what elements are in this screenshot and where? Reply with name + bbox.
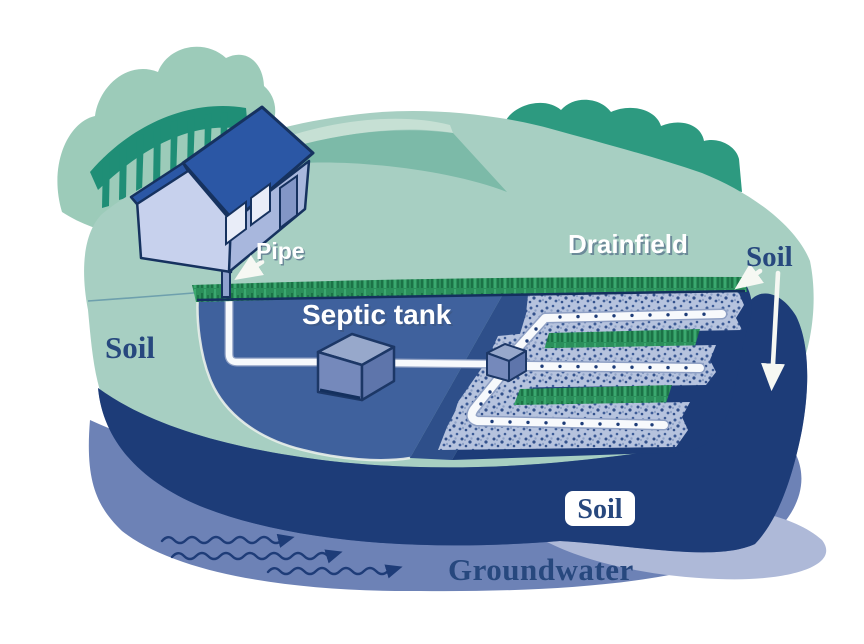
soil-deep-label-box: Soil	[565, 491, 635, 526]
cutaway-pit-edge	[196, 292, 411, 462]
groundwater-flow-arrows	[160, 533, 403, 579]
flow-arrow-1	[160, 533, 295, 548]
tank-to-box-pipe	[387, 358, 497, 369]
soil-left-label: Soil	[105, 330, 155, 365]
house-door	[279, 174, 298, 231]
lateral-pipe-3	[466, 371, 670, 431]
house	[129, 105, 315, 298]
surface-grass-underline	[196, 289, 746, 302]
pointer-arrows	[234, 254, 785, 392]
septic-tank-label: Septic tank	[302, 299, 452, 330]
grass-strip-2	[513, 385, 672, 407]
grass-strip-1	[544, 329, 700, 350]
house-window-1	[225, 200, 247, 246]
distribution-box	[486, 343, 527, 382]
soil-shallow-pointer-arrow	[734, 263, 764, 290]
septic-tank-side	[360, 345, 396, 402]
lateral-pipe-1	[511, 308, 728, 355]
house-roof	[181, 105, 315, 223]
soil-deep-label: Soil	[577, 494, 622, 525]
soil-right-label: Soil	[746, 241, 793, 273]
pipe-pointer-arrow	[234, 254, 265, 281]
house-roof-edge	[129, 161, 190, 206]
surface-grass	[192, 276, 747, 302]
flow-arrow-3	[266, 564, 403, 579]
pipe-label: Pipe	[256, 238, 305, 264]
pipe-label-shadow: Pipe	[258, 240, 307, 266]
distribution-box-side	[508, 350, 527, 382]
drainfield-label-shadow: Drainfield	[570, 231, 690, 261]
hill-ridge-light	[272, 118, 453, 152]
soil-deep-pointer-arrow	[761, 270, 785, 392]
house-window-2	[250, 182, 271, 227]
septic-tank	[316, 332, 396, 402]
hill-ridge-shadow	[276, 130, 507, 192]
drainfield-label: Drainfield	[568, 229, 688, 259]
house-to-tank-pipe	[224, 290, 325, 367]
flow-arrow-2	[170, 549, 343, 564]
lateral-pipe-2	[521, 360, 706, 374]
septic-tank-label-shadow: Septic tank	[304, 301, 454, 332]
groundwater-label: Groundwater	[448, 552, 634, 587]
